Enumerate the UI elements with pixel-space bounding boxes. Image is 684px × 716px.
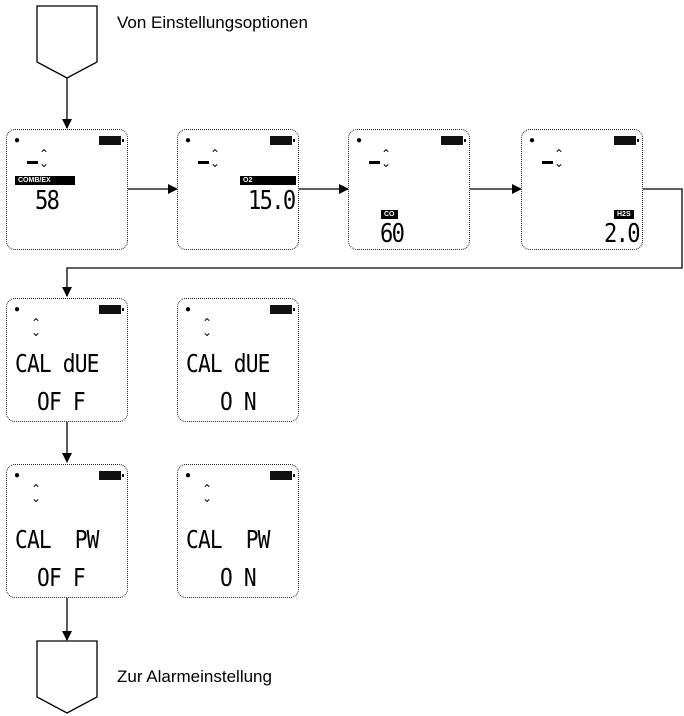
gas-value: 15.0 bbox=[248, 186, 296, 216]
start-connector-shape bbox=[36, 5, 98, 79]
bell-icon: ● bbox=[185, 304, 192, 315]
option-line-2: O N bbox=[220, 387, 257, 416]
battery-icon bbox=[99, 471, 124, 480]
option-line-2: OF F bbox=[37, 387, 86, 416]
gas-screen-comb-ex: ● ⌃⌄ COMB/EX 58 bbox=[6, 129, 128, 250]
up-down-arrows-icon: ⌃⌄ bbox=[202, 482, 213, 505]
gas-label: O2 bbox=[240, 176, 296, 185]
gas-label: CO bbox=[381, 210, 398, 219]
bell-icon: ● bbox=[14, 135, 21, 146]
option-line-2: OF F bbox=[37, 563, 86, 592]
gas-label: H2S bbox=[614, 210, 634, 219]
cal-pw-on-screen: ● ⌃⌄ CAL PW O N bbox=[177, 464, 299, 598]
cal-due-on-screen: ● ⌃⌄ CAL dUE O N bbox=[177, 298, 299, 422]
battery-icon bbox=[614, 136, 639, 145]
bell-icon: ● bbox=[185, 135, 192, 146]
battery-icon bbox=[270, 305, 295, 314]
from-settings-label: Von Einstellungsoptionen bbox=[117, 13, 308, 32]
battery-icon bbox=[270, 136, 295, 145]
up-down-arrows-icon: ⌃⌄ bbox=[198, 148, 220, 171]
gas-screen-o2: ● ⌃⌄ O2 15.0 bbox=[177, 129, 299, 250]
up-down-arrows-icon: ⌃⌄ bbox=[31, 482, 42, 505]
gas-value: 60 bbox=[380, 219, 405, 249]
up-down-arrows-icon: ⌃⌄ bbox=[202, 316, 213, 339]
up-down-arrows-icon: ⌃⌄ bbox=[27, 148, 49, 171]
bell-icon: ● bbox=[356, 135, 363, 146]
arrow-gas4-to-caldue bbox=[62, 188, 683, 297]
option-line-1: CAL PW bbox=[186, 525, 270, 554]
option-line-2: O N bbox=[220, 563, 257, 592]
gas-label: COMB/EX bbox=[15, 176, 75, 185]
battery-icon bbox=[270, 471, 295, 480]
option-line-1: CAL dUE bbox=[15, 349, 99, 378]
gas-value: 58 bbox=[35, 186, 60, 216]
gas-screen-co: ● ⌃⌄ CO 60 bbox=[348, 129, 470, 250]
bell-icon: ● bbox=[529, 135, 536, 146]
gas-screen-h2s: ● ⌃⌄ H2S 2.0 bbox=[521, 129, 643, 250]
bell-icon: ● bbox=[14, 470, 21, 481]
gas-value: 2.0 bbox=[604, 219, 641, 249]
option-line-1: CAL dUE bbox=[186, 349, 270, 378]
to-alarm-settings-label: Zur Alarmeinstellung bbox=[117, 667, 272, 686]
bell-icon: ● bbox=[185, 470, 192, 481]
cal-due-off-screen: ● ⌃⌄ CAL dUE OF F bbox=[6, 298, 128, 422]
battery-icon bbox=[441, 136, 466, 145]
end-connector-shape bbox=[36, 640, 98, 714]
bell-icon: ● bbox=[14, 304, 21, 315]
up-down-arrows-icon: ⌃⌄ bbox=[369, 148, 391, 171]
up-down-arrows-icon: ⌃⌄ bbox=[31, 316, 42, 339]
battery-icon bbox=[99, 305, 124, 314]
cal-pw-off-screen: ● ⌃⌄ CAL PW OF F bbox=[6, 464, 128, 598]
up-down-arrows-icon: ⌃⌄ bbox=[542, 148, 564, 171]
battery-icon bbox=[99, 136, 124, 145]
option-line-1: CAL PW bbox=[15, 525, 99, 554]
